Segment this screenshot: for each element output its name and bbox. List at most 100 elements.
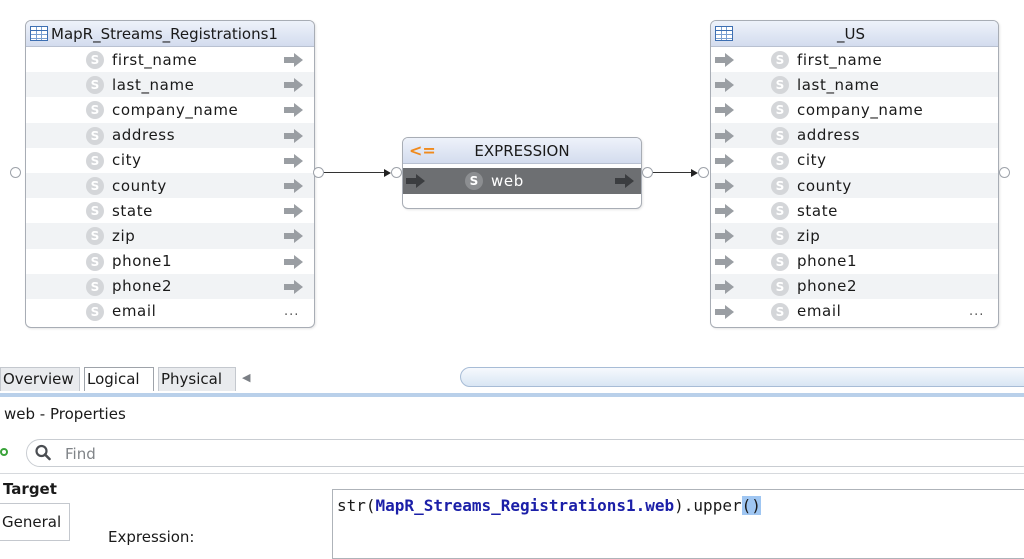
more-icon[interactable]: ... xyxy=(969,303,985,319)
string-type-icon: S xyxy=(86,202,104,221)
input-arrow-icon xyxy=(715,204,735,219)
expression-component-header[interactable]: <= EXPRESSION xyxy=(403,138,641,164)
connector-line-source-to-expression[interactable] xyxy=(324,172,386,173)
target-attribute-name: city xyxy=(797,151,827,170)
tab-general[interactable]: General xyxy=(0,503,70,541)
output-arrow-icon xyxy=(284,53,304,67)
expression-attribute-web[interactable]: S web xyxy=(403,168,641,194)
output-arrow-icon xyxy=(284,153,304,168)
string-type-icon: S xyxy=(771,76,789,95)
source-output-port[interactable] xyxy=(313,167,324,178)
search-icon xyxy=(35,444,51,461)
output-arrow-icon xyxy=(284,229,304,244)
target-input-port[interactable] xyxy=(698,167,709,178)
input-arrow-icon xyxy=(715,103,735,118)
source-attribute-name: email xyxy=(112,302,157,321)
expression-prefix: str( xyxy=(337,496,376,515)
target-attribute-name: email xyxy=(797,302,842,321)
string-type-icon: S xyxy=(771,176,789,195)
string-type-icon: S xyxy=(771,302,789,321)
target-attribute-name: zip xyxy=(797,226,821,245)
source-input-port[interactable] xyxy=(10,167,21,178)
expression-reference: MapR_Streams_Registrations1.web xyxy=(375,496,675,515)
find-field[interactable] xyxy=(26,439,1024,467)
string-type-icon: S xyxy=(86,151,104,170)
input-arrow-icon xyxy=(715,153,735,168)
string-type-icon: S xyxy=(86,302,104,321)
source-attribute-name: zip xyxy=(112,226,136,245)
target-attribute-name: county xyxy=(797,176,852,195)
target-attribute-name: last_name xyxy=(797,75,880,94)
input-arrow-icon xyxy=(715,304,735,319)
expression-editor[interactable]: str(MapR_Streams_Registrations1.web).upp… xyxy=(332,489,1024,559)
find-input[interactable] xyxy=(63,443,967,465)
output-arrow-icon xyxy=(284,254,304,269)
find-bar xyxy=(0,437,1024,469)
input-arrow-icon xyxy=(715,254,735,269)
tab-physical[interactable]: Physical xyxy=(158,367,236,391)
expression-component[interactable]: <= EXPRESSION S web xyxy=(402,137,642,209)
tab-logical[interactable]: Logical xyxy=(84,367,154,391)
target-attribute-name: phone1 xyxy=(797,252,858,271)
section-title-target: Target xyxy=(3,480,57,498)
expression-output-port[interactable] xyxy=(642,167,653,178)
string-type-icon: S xyxy=(771,227,789,246)
string-type-icon: S xyxy=(771,51,789,69)
string-type-icon: S xyxy=(86,252,104,271)
horizontal-scrollbar[interactable] xyxy=(460,367,1024,387)
expression-icon: <= xyxy=(409,141,436,160)
scroll-left-icon[interactable]: ◀ xyxy=(242,371,251,384)
string-type-icon: S xyxy=(771,277,789,296)
target-output-port[interactable] xyxy=(999,167,1010,178)
string-type-icon: S xyxy=(771,252,789,271)
source-component-header[interactable]: MapR_Streams_Registrations1 xyxy=(26,21,314,47)
more-icon[interactable]: ... xyxy=(284,303,300,319)
target-attribute-name: company_name xyxy=(797,100,924,119)
tab-overview[interactable]: Overview xyxy=(0,367,80,391)
string-type-icon: S xyxy=(771,126,789,145)
output-arrow-icon xyxy=(284,78,304,93)
string-type-icon: S xyxy=(771,101,789,120)
output-arrow-icon xyxy=(615,174,635,188)
target-component-title: _US xyxy=(837,24,866,43)
source-attribute-name: first_name xyxy=(112,50,198,69)
string-type-icon: S xyxy=(465,172,483,190)
target-component-header[interactable]: _US xyxy=(711,21,998,47)
source-attribute-name: phone2 xyxy=(112,277,173,296)
expression-attribute-name: web xyxy=(491,172,524,190)
input-arrow-icon xyxy=(715,78,735,93)
connector-arrowhead xyxy=(691,169,698,177)
expression-call-parens: () xyxy=(741,496,761,515)
properties-header: web - Properties xyxy=(0,398,1024,430)
string-type-icon: S xyxy=(86,277,104,296)
expression-input-port[interactable] xyxy=(391,167,402,178)
string-type-icon: S xyxy=(86,126,104,145)
input-arrow-icon xyxy=(715,279,735,294)
connector-line-expression-to-target[interactable] xyxy=(653,172,693,173)
